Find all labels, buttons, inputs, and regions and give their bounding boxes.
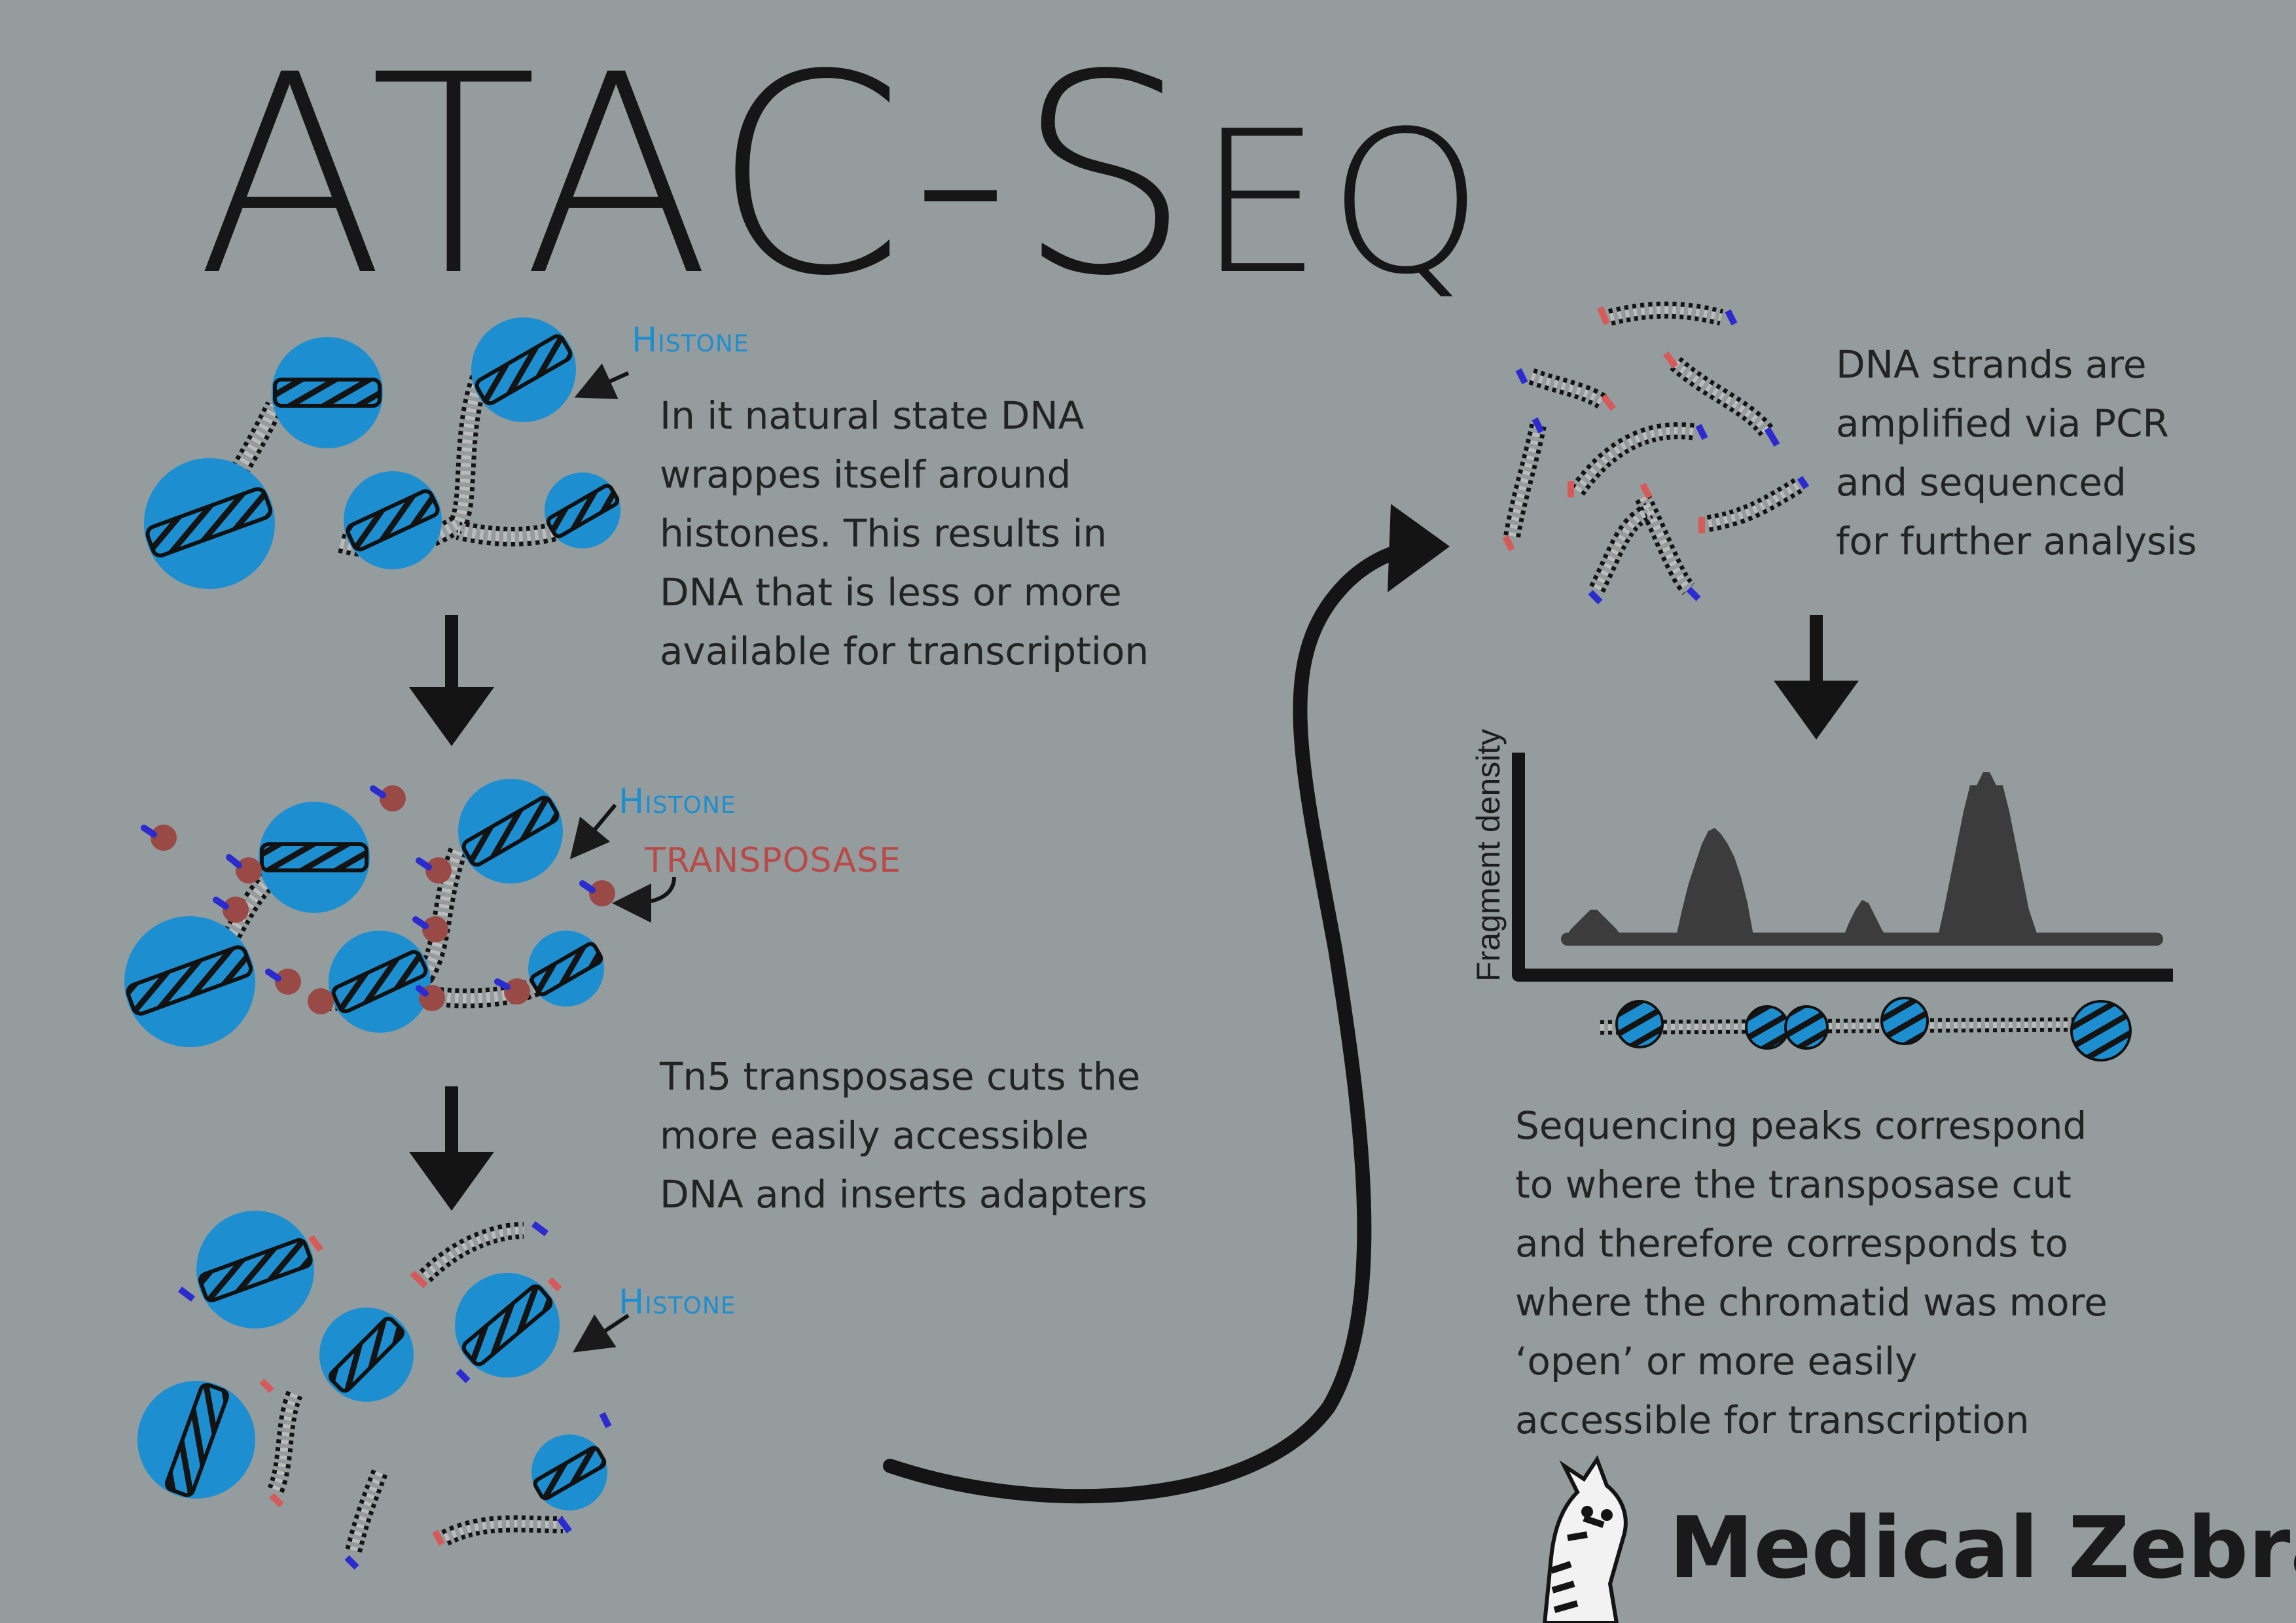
histone-icon — [1784, 1005, 1829, 1050]
page-title: ATAC-SEQ — [196, 16, 1490, 336]
histone-label: Histone — [632, 321, 749, 360]
step-3-text: DNA strands are amplified via PCR and se… — [1836, 342, 2197, 563]
peak-small-left — [1564, 910, 1623, 939]
histone-label: Histone — [619, 782, 736, 821]
peak-medium — [1676, 828, 1754, 939]
peak-small-middle — [1842, 900, 1888, 939]
transposase-icon — [151, 785, 615, 1014]
histone-icon — [1745, 1005, 1789, 1050]
transposase-label: TRANSPOSASE — [645, 841, 901, 880]
down-arrow-icon — [409, 615, 494, 746]
histone-label: Histone — [619, 1283, 736, 1322]
curved-arrow-icon — [883, 504, 1450, 1504]
step-2-text: Tn5 transposase cuts the more easily acc… — [660, 1054, 1147, 1217]
histone-icon — [1615, 1000, 1664, 1048]
amplified-dna-strands — [1502, 301, 1810, 605]
zebra-logo-icon — [1542, 1455, 1628, 1623]
plot-y-axis-label: Fragment density — [1470, 728, 1507, 982]
step-4-text: Sequencing peaks correspond to where the… — [1515, 1103, 2108, 1442]
fragment-density-plot — [1512, 753, 2173, 1061]
chromatin-with-transposase — [124, 779, 676, 1047]
chromatin-natural-state — [144, 317, 630, 589]
down-arrow-icon — [409, 1086, 494, 1211]
step-1-text: In it natural state DNA wrappes itself a… — [660, 393, 1149, 673]
down-arrow-icon — [1774, 615, 1859, 740]
plot-axes — [1512, 753, 2173, 982]
peak-large — [1937, 772, 2039, 939]
histone-icon — [2070, 1000, 2132, 1061]
brand-name: Medical Zebras — [1669, 1498, 2296, 1597]
histone-icon — [1880, 997, 1929, 1045]
cut-dna-fragments — [137, 1211, 630, 1570]
